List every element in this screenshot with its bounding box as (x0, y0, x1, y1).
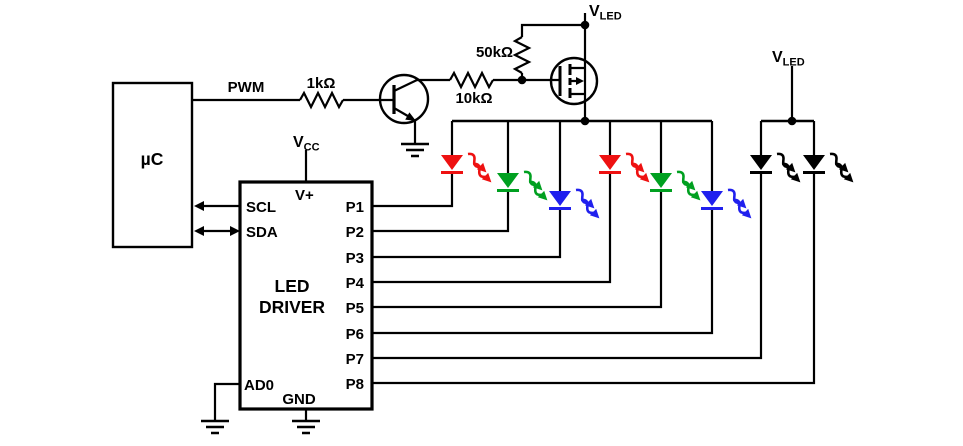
led-string-p4 (372, 121, 655, 284)
resistor-1k: 1kΩ (299, 75, 344, 110)
vled-right-label-base: V (772, 49, 783, 66)
scl-pin-label: SCL (246, 199, 276, 216)
vcc-supply: VCC (293, 134, 320, 182)
pin-label-p8: P8 (346, 376, 364, 393)
pwm-net: PWM (192, 79, 394, 102)
chip-title-line2: DRIVER (259, 297, 325, 317)
i2c-bus (194, 201, 240, 236)
led-string-p6 (372, 121, 757, 335)
junction-dot-vled-right (787, 116, 797, 126)
chip-title-line1: LED (275, 276, 310, 296)
led-string-p5-wire (372, 121, 663, 309)
pin-label-p6: P6 (346, 326, 364, 343)
led-driver-box (238, 180, 374, 411)
led-string-p4-wire (372, 121, 612, 284)
resistor-50k-label: 50kΩ (476, 44, 513, 61)
npn-transistor (378, 73, 431, 158)
pmos-transistor (549, 56, 599, 121)
chip-ground-symbol (290, 419, 322, 435)
junction-dot-vled-top (580, 20, 590, 30)
resistor-1k-label: 1kΩ (307, 75, 336, 92)
vled-top-label-sub: LED (600, 11, 622, 23)
vled-top-label-base: V (589, 3, 600, 20)
junction-dot-gate-node (517, 75, 527, 85)
ad0-wire (213, 382, 240, 421)
mcu-label: µC (141, 149, 164, 169)
led-driver-chip: V+ SCL SDA AD0 GND LED DRIVER P1 P2 P3 P… (238, 180, 374, 411)
vcc-label: VCC (293, 134, 320, 154)
led-green-2 (648, 167, 706, 206)
pin-label-p4: P4 (346, 275, 365, 292)
led-string-p7 (372, 121, 806, 360)
led-mono-2 (801, 149, 859, 188)
led-string-p1 (372, 121, 497, 208)
pin-label-p2: P2 (346, 224, 364, 241)
led-blue-1 (547, 185, 605, 224)
vled-right-label-sub: LED (783, 57, 805, 69)
resistor-1k-zigzag (299, 90, 344, 110)
resistor-10k-zigzag (449, 70, 494, 90)
gnd-pin-label: GND (282, 391, 316, 408)
pmos-body-circle (549, 56, 599, 106)
pmos-body-arrow (576, 77, 584, 85)
vled-right-supply: VLED (761, 49, 814, 123)
ad0-ground-symbol (199, 419, 231, 435)
pin-label-p5: P5 (346, 300, 364, 317)
resistor-50k-lead-top (520, 23, 585, 37)
pwm-label: PWM (228, 79, 265, 96)
led-mono-1 (748, 149, 806, 188)
sda-pin-label: SDA (246, 224, 278, 241)
vcc-label-sub: CC (304, 142, 320, 154)
vled-top-supply: VLED (583, 3, 622, 68)
sda-arrowhead-left (194, 226, 204, 236)
npn-emitter-arrow (405, 112, 416, 121)
pin-label-p3: P3 (346, 250, 364, 267)
ad0-pin-label: AD0 (244, 377, 274, 394)
led-string-p1-wire (372, 121, 454, 208)
npn-ground-symbol (399, 142, 431, 158)
sda-arrowhead-right (230, 226, 240, 236)
gnd-net (290, 409, 322, 435)
pin-label-p7: P7 (346, 351, 364, 368)
pin-label-p1: P1 (346, 199, 364, 216)
npn-body-circle (378, 73, 430, 125)
resistor-10k: 10kΩ (417, 70, 560, 107)
vcc-label-base: V (293, 134, 304, 151)
vplus-pin-label: V+ (295, 187, 314, 204)
vled-top-label: VLED (589, 3, 622, 23)
junction-dots (517, 20, 797, 126)
resistor-50k-zigzag (512, 36, 532, 74)
led-string-p8 (372, 121, 859, 385)
led-red-1 (439, 149, 497, 188)
led-string-p8-wire (372, 121, 816, 385)
led-string-p3-wire (372, 121, 562, 259)
vled-right-label: VLED (772, 49, 805, 69)
mcu: µC (111, 81, 194, 249)
led-blue-2 (699, 185, 757, 224)
led-string-p3 (372, 121, 605, 259)
mcu-box (111, 81, 194, 249)
npn-collector-line (393, 79, 418, 92)
led-string-p2-wire (372, 121, 510, 233)
led-string-p6-wire (372, 121, 714, 335)
led-red-2 (597, 149, 655, 188)
led-strings (372, 121, 859, 385)
led-string-p7-wire (372, 121, 763, 360)
junction-dot-bus (580, 116, 590, 126)
resistor-10k-label: 10kΩ (455, 90, 492, 107)
led-green-1 (495, 167, 553, 206)
led-string-p2 (372, 121, 553, 233)
scl-arrowhead-left (194, 201, 204, 211)
led-string-p5 (372, 121, 706, 309)
ad0-net (199, 382, 240, 435)
